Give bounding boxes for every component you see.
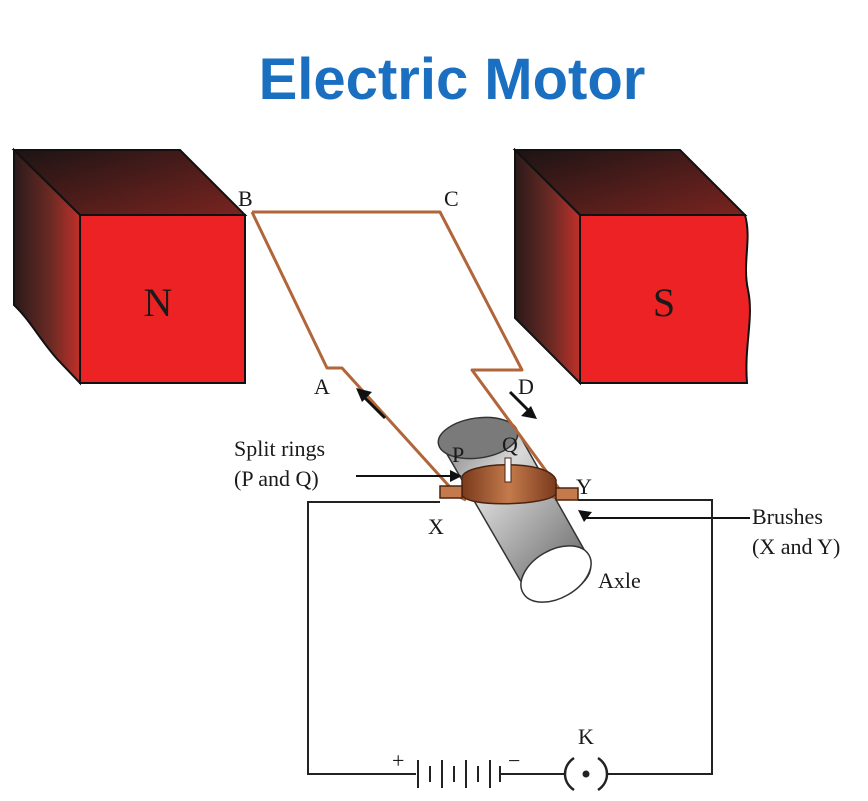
north-pole-label: N bbox=[144, 280, 173, 325]
ring-label-p: P bbox=[452, 442, 464, 467]
brush-x bbox=[439, 485, 463, 499]
current-arrow-a bbox=[356, 388, 387, 420]
split-rings-sublabel: (P and Q) bbox=[234, 466, 319, 491]
brushes-label: Brushes bbox=[752, 504, 823, 529]
split-rings-pointer bbox=[356, 470, 462, 482]
coil-label-d: D bbox=[518, 374, 534, 399]
brush-y bbox=[555, 487, 579, 501]
axle-label: Axle bbox=[598, 568, 641, 593]
key-label: K bbox=[578, 724, 594, 749]
page-title: Electric Motor bbox=[259, 47, 646, 112]
plug-key bbox=[563, 756, 609, 792]
north-magnet: N bbox=[11, 147, 248, 386]
south-magnet: S bbox=[512, 147, 751, 386]
external-circuit bbox=[307, 499, 713, 775]
coil-label-a: A bbox=[314, 374, 330, 399]
battery-minus-label: − bbox=[508, 748, 520, 773]
axle bbox=[437, 416, 592, 603]
brushes-sublabel: (X and Y) bbox=[752, 534, 840, 559]
battery bbox=[417, 760, 501, 788]
coil-label-b: B bbox=[238, 186, 253, 211]
split-rings-label: Split rings bbox=[234, 436, 325, 461]
south-pole-label: S bbox=[653, 280, 675, 325]
split-rings bbox=[461, 457, 557, 505]
brush-label-x: X bbox=[428, 514, 444, 539]
coil-label-c: C bbox=[444, 186, 459, 211]
brush-label-y: Y bbox=[576, 474, 592, 499]
ring-label-q: Q bbox=[502, 432, 518, 457]
brushes-pointer bbox=[578, 510, 750, 522]
current-arrow-d bbox=[508, 390, 537, 419]
battery-plus-label: + bbox=[392, 748, 404, 773]
